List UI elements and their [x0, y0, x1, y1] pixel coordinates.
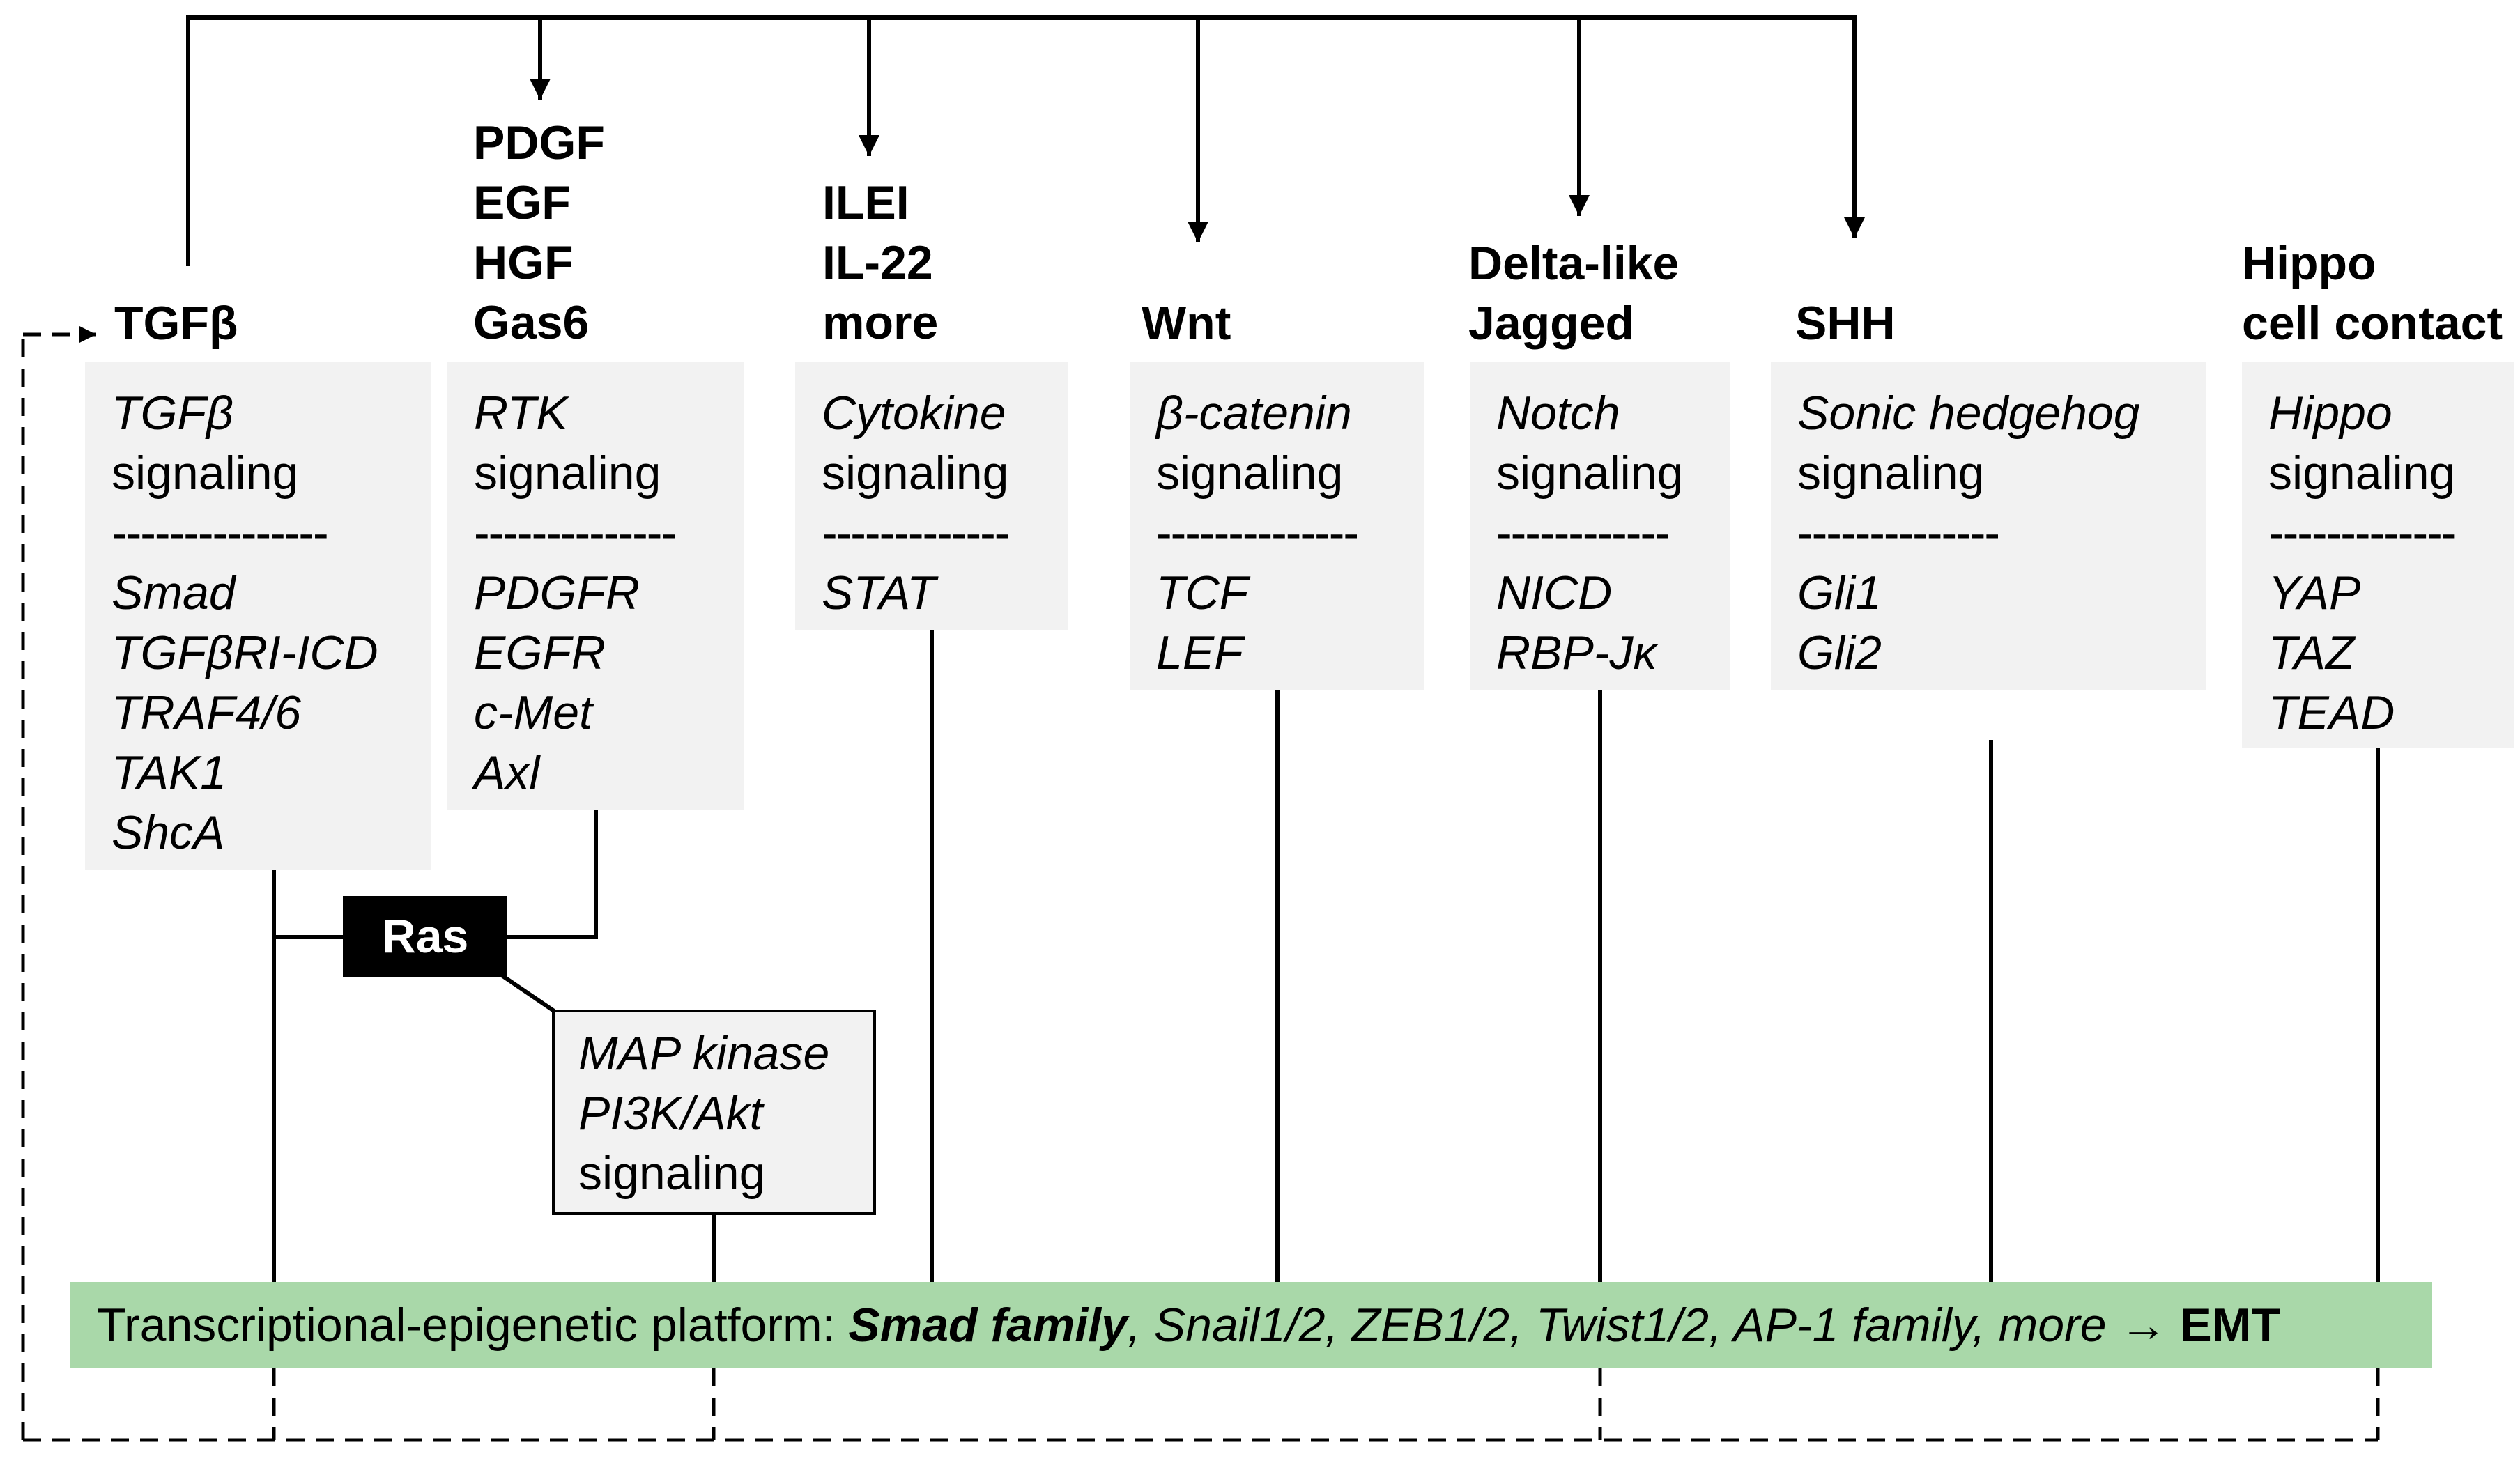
platform-text: Transcriptional-epigenetic platform: Sma… [97, 1299, 2280, 1352]
ligand-tgfb: TGFβ [114, 297, 238, 350]
transcriptional-platform-bar: Transcriptional-epigenetic platform: Sma… [70, 1282, 2432, 1368]
ligand-wnt: Wnt [1142, 297, 1231, 350]
pathway-box-shh: Sonic hedgehog signaling -------------- … [1771, 362, 2206, 690]
pathway-box-hippo: Hippo signaling ------------- YAP TAZ TE… [2242, 362, 2514, 748]
pathway-box-notch: Notch signaling ------------ NICD RBP-Jκ [1470, 362, 1730, 690]
ligand-rtk-group: PDGF EGF HGF Gas6 [473, 116, 605, 349]
ras-label: Ras [381, 910, 469, 963]
ligand-hippo-group: Hippo cell contact [2242, 237, 2503, 350]
pathway-box-wnt: β-catenin signaling -------------- TCF L… [1130, 362, 1424, 690]
pathway-box-rtk: RTK signaling -------------- PDGFR EGFR … [447, 362, 744, 810]
ligand-shh: SHH [1795, 297, 1896, 350]
ligand-cytokine-group: ILEI IL-22 more [822, 176, 939, 349]
pathway-box-cytokine: Cytokine signaling ------------- STAT [795, 362, 1068, 630]
ligand-notch-group: Delta-like Jagged [1468, 237, 1680, 350]
map-kinase-box: MAP kinase PI3K/Akt signaling [552, 1010, 876, 1215]
pathway-box-tgfb: TGFβ signaling --------------- Smad TGFβ… [85, 362, 431, 870]
arrow-icon: → [2119, 1299, 2167, 1352]
ras-to-map-line [500, 973, 555, 1013]
ras-node: Ras [343, 896, 507, 977]
